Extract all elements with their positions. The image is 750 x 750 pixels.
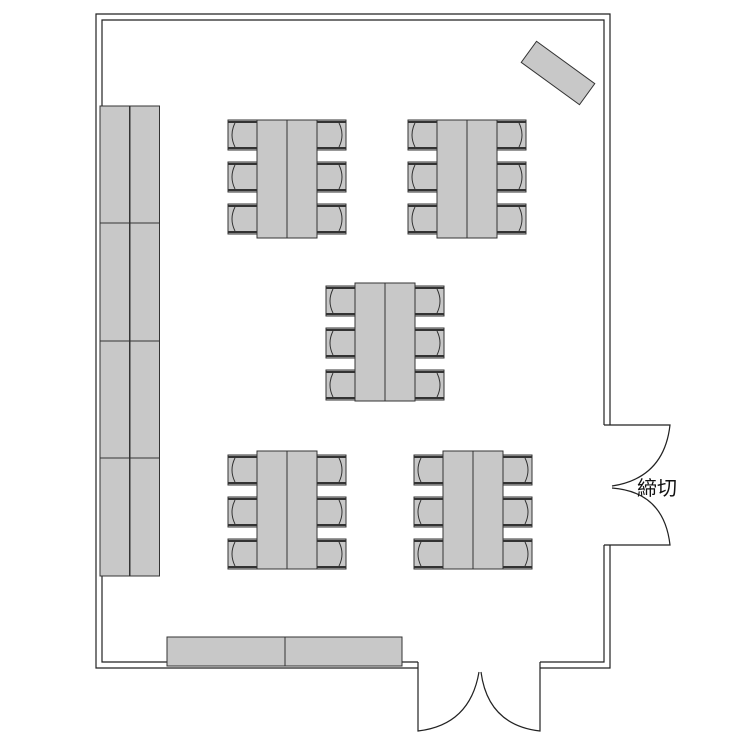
- chair: [502, 538, 533, 570]
- chair: [316, 538, 347, 570]
- table-group: [407, 119, 527, 239]
- table-group: [413, 450, 533, 570]
- chair: [413, 496, 444, 528]
- chair: [316, 496, 347, 528]
- chair: [227, 496, 258, 528]
- walls: [95, 13, 611, 669]
- cabinet-unit: [129, 222, 160, 342]
- chair: [316, 161, 347, 193]
- chair: [407, 161, 438, 193]
- chair: [316, 119, 347, 151]
- bottom-cabinet: [166, 636, 403, 667]
- chair: [325, 285, 356, 317]
- cabinet-unit: [99, 105, 130, 224]
- table: [286, 119, 318, 239]
- cabinet-unit: [129, 105, 160, 224]
- chair: [227, 119, 258, 151]
- angled-desk: [520, 40, 596, 106]
- table: [384, 282, 416, 402]
- chair: [316, 203, 347, 235]
- door-leaf-upper: [610, 424, 671, 487]
- chair: [502, 496, 533, 528]
- outer-wall: [95, 13, 611, 669]
- door-leaf-left: [417, 668, 480, 732]
- chair: [414, 285, 445, 317]
- table: [436, 119, 468, 239]
- chair: [414, 369, 445, 401]
- entrance-door: [417, 668, 541, 732]
- table-groups: [227, 119, 533, 570]
- door-leaf-right: [480, 668, 541, 732]
- right-door: 締切: [610, 424, 677, 546]
- cabinet-unit: [99, 457, 130, 577]
- cabinet-unit: [99, 340, 130, 459]
- chair: [407, 119, 438, 151]
- chair: [227, 161, 258, 193]
- table: [466, 119, 498, 239]
- cabinet-unit: [129, 340, 160, 459]
- chair: [496, 203, 527, 235]
- cabinet-unit: [129, 457, 160, 577]
- chair: [227, 538, 258, 570]
- cabinet-unit: [284, 636, 403, 667]
- table-group: [227, 450, 347, 570]
- cabinet-unit: [166, 636, 286, 667]
- chair: [227, 203, 258, 235]
- table: [354, 282, 386, 402]
- closed-door-label: 締切: [637, 476, 677, 500]
- chair: [316, 454, 347, 486]
- left-cabinet: [99, 105, 160, 577]
- chair: [502, 454, 533, 486]
- chair: [413, 538, 444, 570]
- chair: [227, 454, 258, 486]
- chair: [407, 203, 438, 235]
- chair: [496, 161, 527, 193]
- chair: [414, 327, 445, 359]
- chair: [325, 327, 356, 359]
- chair: [413, 454, 444, 486]
- table: [472, 450, 504, 570]
- table: [256, 450, 288, 570]
- table: [256, 119, 288, 239]
- table: [286, 450, 318, 570]
- table-group: [227, 119, 347, 239]
- chair: [325, 369, 356, 401]
- wall-end-caps: [417, 424, 610, 668]
- chair: [496, 119, 527, 151]
- table-group: [325, 282, 445, 402]
- cabinet-unit: [99, 222, 130, 342]
- door-leaf-lower: [610, 487, 671, 546]
- table: [442, 450, 474, 570]
